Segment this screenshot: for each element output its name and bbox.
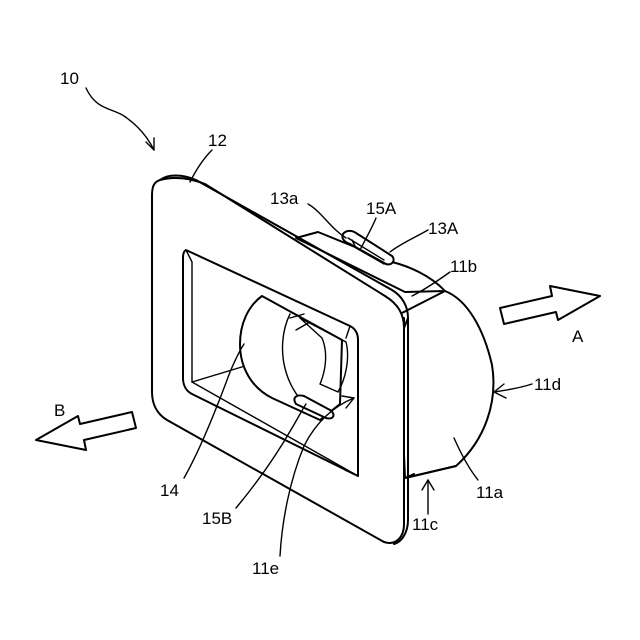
leader-12 <box>190 150 212 182</box>
direction-arrow-A <box>500 286 600 324</box>
label-14: 14 <box>160 481 179 500</box>
label-B: B <box>54 401 65 420</box>
label-11a: 11a <box>476 483 504 502</box>
label-13A: 13A <box>428 219 459 238</box>
direction-arrow-B <box>36 412 136 450</box>
label-12: 12 <box>208 131 227 150</box>
label-10: 10 <box>60 69 79 88</box>
label-11d: 11d <box>534 375 561 394</box>
label-15A: 15A <box>366 199 397 218</box>
leader-10 <box>86 88 154 150</box>
label-11c: 11c <box>412 515 439 534</box>
label-11b: 11b <box>450 257 477 276</box>
label-11e: 11e <box>252 559 279 578</box>
housing-side-11a <box>398 291 493 478</box>
label-15B: 15B <box>202 509 232 528</box>
label-A: A <box>572 327 584 346</box>
leader-13A <box>390 230 428 252</box>
label-13a: 13a <box>270 189 299 208</box>
